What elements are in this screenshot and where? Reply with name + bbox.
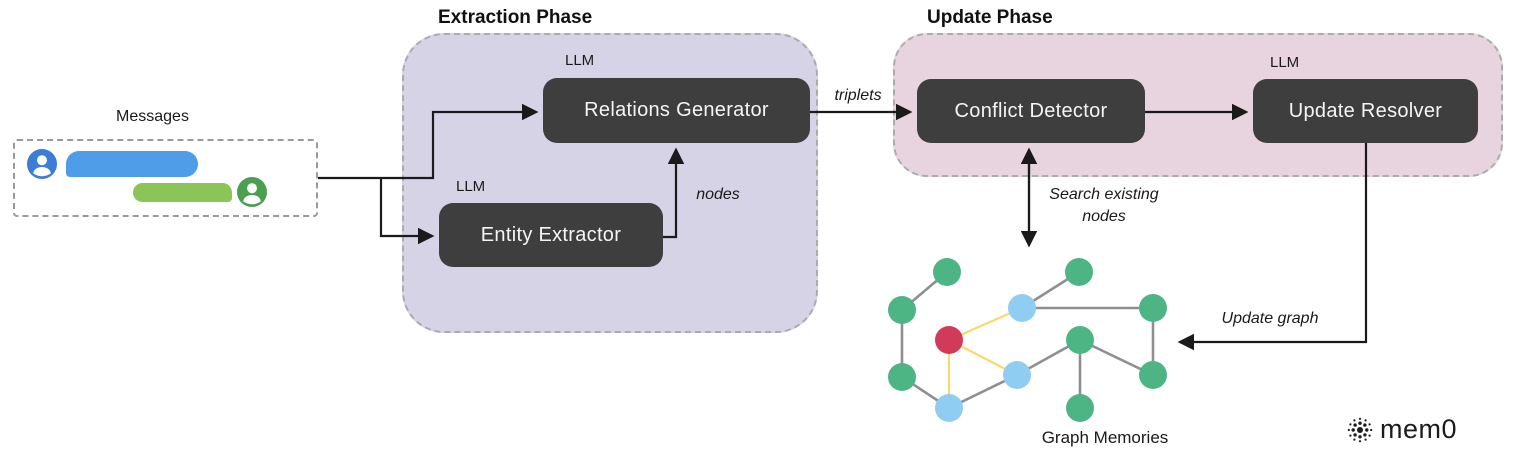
graph-memories-caption: Graph Memories — [1041, 428, 1169, 447]
update-graph-label: Update graph — [1221, 310, 1319, 327]
user-avatar-blue-icon — [27, 149, 57, 179]
user-avatar-green-icon — [237, 177, 267, 207]
entity-extractor-box: Entity Extractor — [439, 203, 663, 267]
graph-edge-gray — [901, 375, 950, 410]
graph-node-green — [888, 296, 916, 324]
graph-node-blue — [935, 394, 963, 422]
graph-node-green — [888, 363, 916, 391]
mem0-dotted-sphere-icon — [1347, 417, 1373, 442]
graph-edge-gray — [1021, 270, 1080, 310]
graph-node-blue — [1003, 361, 1031, 389]
update-resolver-box: Update Resolver — [1253, 79, 1478, 143]
graph-node-blue — [1008, 294, 1036, 322]
conflict-detector-box: Conflict Detector — [917, 79, 1145, 143]
llm-label-entity-extractor: LLM — [456, 178, 486, 195]
mem0-logo: mem0 — [1346, 414, 1457, 445]
graph-node-green — [1139, 294, 1167, 322]
triplets-edge-label: triplets — [834, 87, 882, 104]
search-existing-nodes-label: Search existing nodes — [1049, 186, 1159, 225]
graph-edge-gray — [1016, 338, 1081, 377]
llm-label-update-resolver: LLM — [1270, 54, 1300, 71]
mem0-logo-text: mem0 — [1380, 414, 1458, 444]
graph-memories-visual — [888, 258, 1167, 422]
graph-node-green — [933, 258, 961, 286]
graph-node-green — [1066, 394, 1094, 422]
chat-bubble-blue — [66, 151, 198, 177]
graph-edge-yellow — [948, 339, 1018, 376]
graph-node-red — [935, 326, 963, 354]
graph-edge-gray — [948, 373, 1018, 410]
nodes-edge-label: nodes — [696, 186, 740, 203]
graph-node-green — [1066, 326, 1094, 354]
graph-node-green — [1065, 258, 1093, 286]
graph-edge-yellow — [948, 306, 1023, 342]
update-phase-title: Update Phase — [927, 7, 1053, 28]
llm-label-relations-generator: LLM — [565, 52, 595, 69]
chat-bubble-green — [133, 183, 232, 202]
relations-generator-box: Relations Generator — [543, 78, 810, 143]
graph-edge-gray — [1079, 338, 1154, 377]
graph-edge-gray — [901, 271, 948, 311]
extraction-phase-title: Extraction Phase — [438, 7, 593, 28]
messages-label: Messages — [116, 108, 189, 125]
graph-node-green — [1139, 361, 1167, 389]
